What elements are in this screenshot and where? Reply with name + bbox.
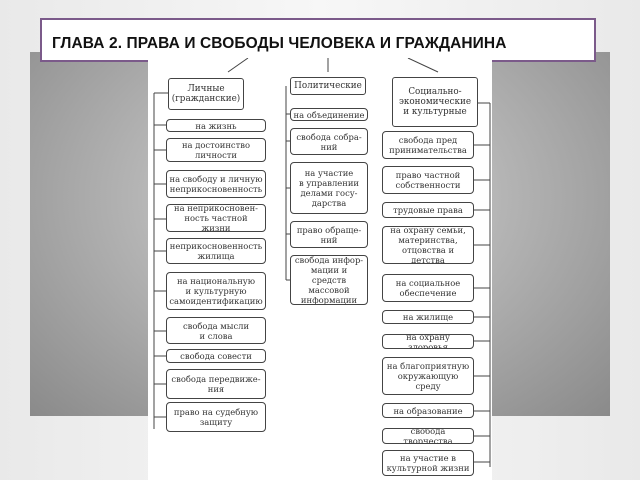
socioeconomic-right-item: на благоприятную окружающую среду [382, 357, 474, 395]
personal-right-item: на свободу и личную неприкосновенность [166, 170, 266, 198]
socioeconomic-right-item: на охрану семьи, материнства, отцовства … [382, 226, 474, 264]
personal-right-item: свобода передвиже- ния [166, 369, 266, 399]
political-right-item: свобода собра- ний [290, 128, 368, 155]
socioeconomic-right-item: на участие в культурной жизни [382, 450, 474, 476]
title-banner: ГЛАВА 2. ПРАВА И СВОБОДЫ ЧЕЛОВЕКА И ГРАЖ… [40, 18, 596, 62]
socioeconomic-right-item: на жилище [382, 310, 474, 324]
column-header-personal: Личные (гражданские) [168, 78, 244, 110]
socioeconomic-right-item: свобода творчества [382, 428, 474, 444]
political-right-item: свобода инфор- мации и средств массовой … [290, 255, 368, 305]
political-right-item: на участие в управлении делами госу- дар… [290, 162, 368, 214]
personal-right-item: на национальную и культурную самоидентиф… [166, 272, 266, 310]
personal-right-item: право на судебную защиту [166, 402, 266, 432]
diagram-panel: Личные (гражданские) на жизнь на достоин… [148, 58, 492, 480]
page-title: ГЛАВА 2. ПРАВА И СВОБОДЫ ЧЕЛОВЕКА И ГРАЖ… [52, 35, 507, 52]
socioeconomic-right-item: трудовые права [382, 202, 474, 218]
personal-right-item: неприкосновенность жилища [166, 238, 266, 264]
personal-right-item: на достоинство личности [166, 138, 266, 162]
personal-right-item: свобода совести [166, 349, 266, 363]
connector-lines [153, 58, 491, 467]
political-right-item: на объединение [290, 108, 368, 121]
political-right-item: право обраще- ний [290, 221, 368, 248]
personal-right-item: на жизнь [166, 119, 266, 132]
column-header-political: Политические [290, 77, 366, 95]
socioeconomic-right-item: на социальное обеспечение [382, 274, 474, 302]
socioeconomic-right-item: свобода пред принимательства [382, 131, 474, 159]
socioeconomic-right-item: на охрану здоровья [382, 334, 474, 349]
personal-right-item: свобода мысли и слова [166, 317, 266, 344]
column-header-socioeconomic: Социально- экономические и культурные [392, 77, 478, 127]
personal-right-item: на неприкосновен- ность частной жизни [166, 204, 266, 232]
socioeconomic-right-item: на образование [382, 403, 474, 418]
socioeconomic-right-item: право частной собственности [382, 166, 474, 194]
